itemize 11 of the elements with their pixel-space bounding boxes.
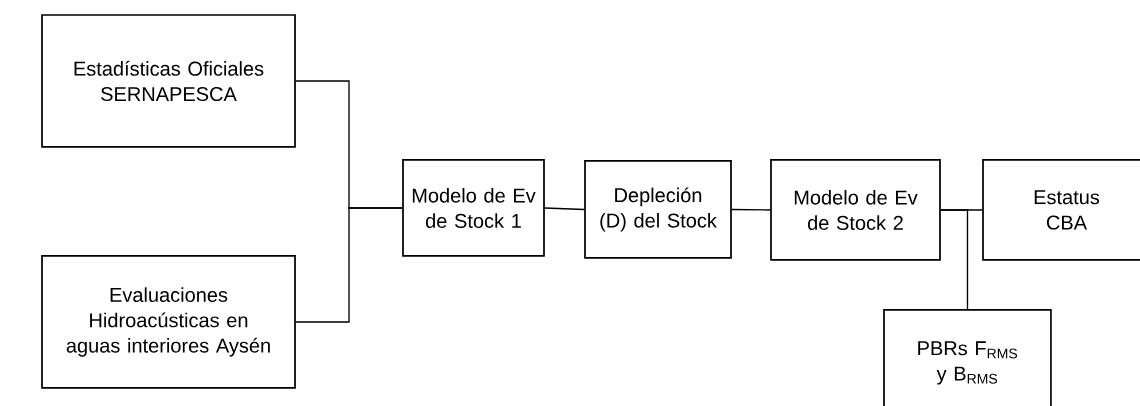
process-box: Modelo de Ev de Stock 2: [770, 159, 941, 261]
connector-line: [731, 208, 771, 211]
process-box: Estadísticas Oficiales SERNAPESCA: [41, 14, 296, 148]
process-box: Estatus CBA: [982, 159, 1140, 261]
connector-line: [940, 209, 969, 310]
connector-line: [295, 207, 403, 323]
process-box: Depleción (D) del Stock: [584, 160, 732, 259]
process-box: Evaluaciones Hidroacústicas en aguas interiores Aysén: [41, 255, 296, 389]
process-box: PBRs F$_{RMS}$ y B$_{RMS}$: [883, 309, 1052, 406]
connector-line: [544, 207, 585, 211]
process-box: Modelo de Ev de Stock 1: [402, 159, 545, 257]
